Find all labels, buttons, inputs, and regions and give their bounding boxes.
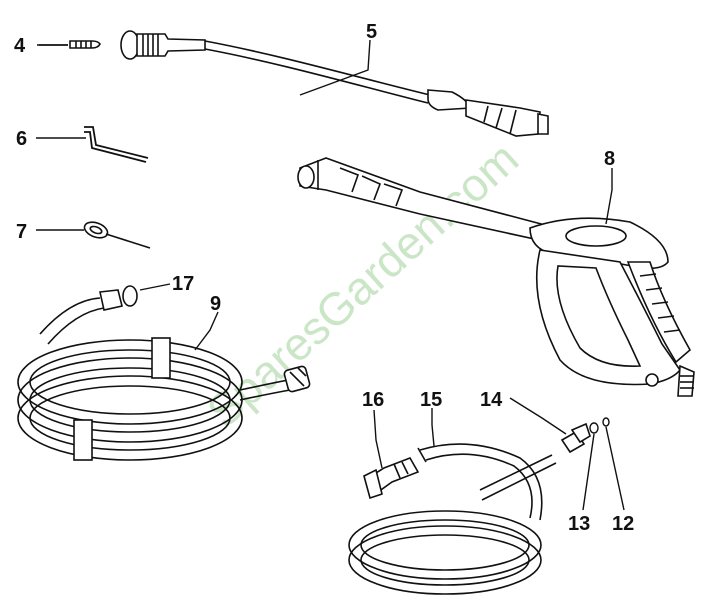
leader-13 xyxy=(582,433,595,511)
part-5-lance xyxy=(120,30,549,137)
part-14-fitting xyxy=(560,422,591,454)
leader-15 xyxy=(431,408,435,447)
part-7-needle xyxy=(83,221,151,249)
callout-17: 17 xyxy=(172,273,194,295)
leader-8 xyxy=(605,168,613,225)
callout-7: 7 xyxy=(16,221,27,243)
part-8-trigger-gun xyxy=(297,157,695,397)
part-12-ring xyxy=(602,417,610,427)
callout-15: 15 xyxy=(420,389,442,411)
callout-13: 13 xyxy=(568,513,590,535)
callout-8: 8 xyxy=(604,148,615,170)
callout-12: 12 xyxy=(612,513,634,535)
callout-6: 6 xyxy=(16,128,27,150)
leader-14 xyxy=(509,397,567,435)
part-16-connector xyxy=(363,457,420,500)
leader-5 xyxy=(299,39,371,96)
callout-9: 9 xyxy=(210,293,221,315)
part-13-ring xyxy=(589,422,599,434)
callout-16: 16 xyxy=(362,389,384,411)
callout-4: 4 xyxy=(14,35,26,57)
leader-17 xyxy=(139,283,171,291)
leader-16 xyxy=(373,409,383,469)
leader-9 xyxy=(194,311,219,351)
callout-5: 5 xyxy=(366,21,377,43)
leader-12 xyxy=(605,426,625,511)
callout-14: 14 xyxy=(480,389,503,411)
part-6-hex-key xyxy=(84,126,149,163)
part-17-o-ring xyxy=(122,285,138,307)
leader-lines xyxy=(36,39,625,511)
part-15-hose xyxy=(348,443,557,595)
part-9-hose xyxy=(17,289,311,461)
